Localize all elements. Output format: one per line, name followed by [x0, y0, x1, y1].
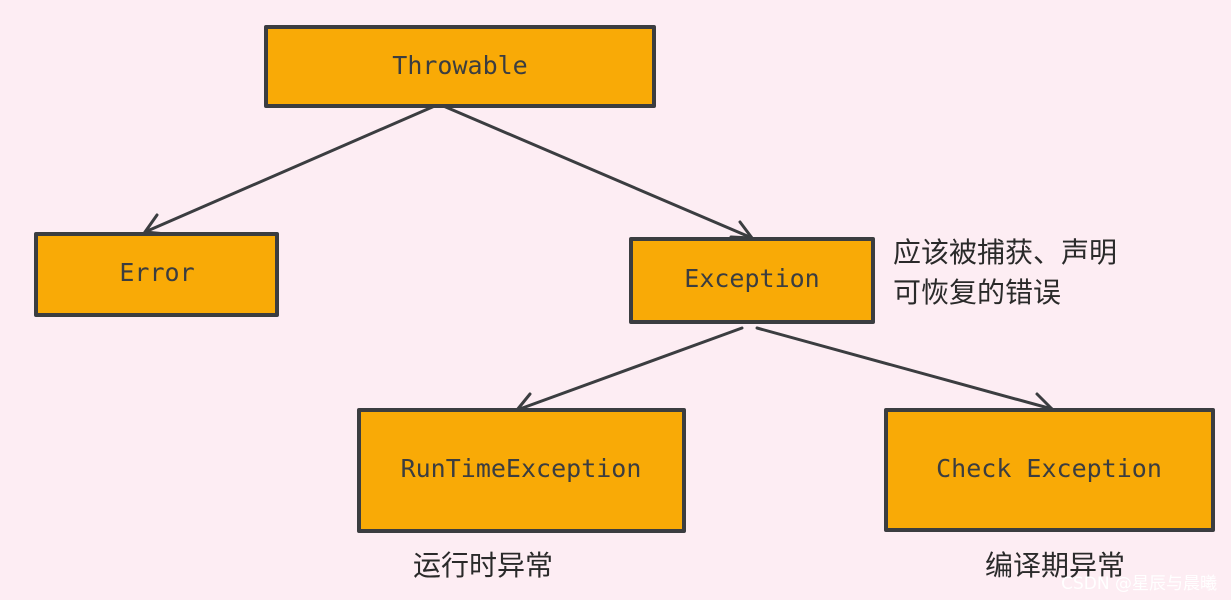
- node-exception-label: Exception: [684, 264, 819, 293]
- node-error-box: [34, 232, 279, 317]
- exception-note-line2: 可恢复的错误: [893, 276, 1062, 309]
- node-error: Error: [34, 232, 279, 317]
- edge-throwable-to-exception: [439, 103, 754, 240]
- node-throwable-label: Throwable: [392, 51, 527, 80]
- node-check-exception-box: [884, 408, 1215, 532]
- node-runtime-exception-label: RunTimeException: [401, 454, 642, 483]
- node-throwable: Throwable: [264, 25, 656, 108]
- node-check-exception: Check Exception: [884, 408, 1215, 532]
- edge-exception-to-runtime: [515, 326, 744, 412]
- exception-note: 应该被捕获、声明 可恢复的错误: [893, 233, 1117, 313]
- node-throwable-box: [264, 25, 656, 108]
- node-exception: Exception: [629, 237, 875, 324]
- edge-exception-to-check: [755, 326, 1054, 411]
- watermark: CSDN @星辰与晨曦: [1061, 574, 1217, 594]
- node-check-exception-label: Check Exception: [936, 454, 1162, 483]
- exception-note-line1: 应该被捕获、声明: [893, 236, 1118, 269]
- node-runtime-exception-box: [357, 408, 686, 533]
- edge-throwable-to-error: [143, 103, 439, 234]
- node-error-label: Error: [119, 258, 194, 287]
- node-runtime-exception: RunTimeException: [357, 408, 686, 533]
- edges: [143, 103, 1054, 414]
- check-note: 编译期异常: [985, 549, 1126, 582]
- runtime-note: 运行时异常: [413, 549, 554, 582]
- node-exception-box: [629, 237, 875, 324]
